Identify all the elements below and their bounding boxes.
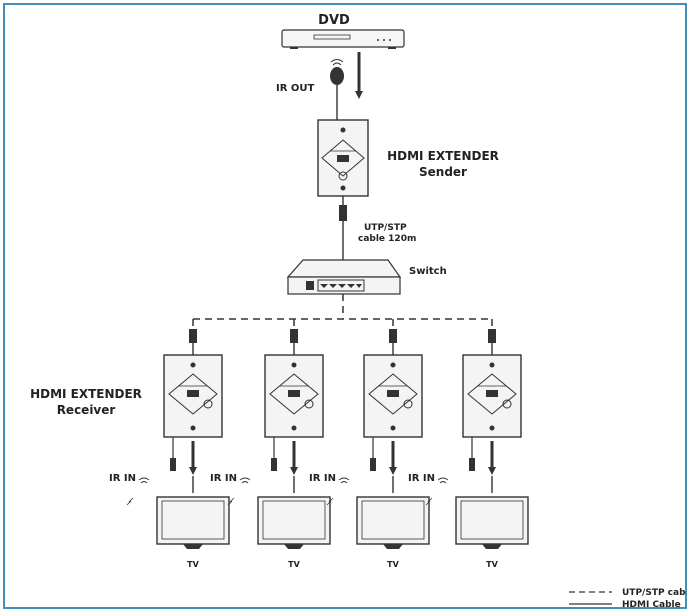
legend-utp-label: UTP/STP cab (622, 588, 686, 598)
utp-distribution (192, 294, 493, 329)
ir-in-receiver (227, 437, 277, 506)
receiver-title: HDMI EXTENDER (30, 387, 142, 401)
sender-subtitle: Sender (419, 165, 467, 179)
network-switch (286, 259, 402, 295)
sender-device (317, 119, 369, 197)
receiver-column: IR IN TV (408, 329, 529, 569)
dvd-label: DVD (318, 13, 350, 28)
cable-label-line1: UTP/STP (364, 223, 407, 233)
sender-title: HDMI EXTENDER (387, 149, 499, 163)
ir-in-label: IR IN (309, 473, 336, 484)
tv-monitor (156, 496, 230, 549)
tv-label: TV (288, 560, 300, 569)
ir-in-label: IR IN (408, 473, 435, 484)
receiver-device (462, 354, 522, 438)
tv-monitor (356, 496, 430, 549)
ir-in-label: IR IN (210, 473, 237, 484)
receiver-subtitle: Receiver (57, 403, 116, 417)
dvd-player (281, 29, 405, 49)
receiver-device (363, 354, 423, 438)
ir-in-receiver (126, 437, 176, 506)
tv-label: TV (486, 560, 498, 569)
receiver-device (264, 354, 324, 438)
legend-hdmi-label: HDMI Cable (622, 600, 681, 610)
tv-label: TV (387, 560, 399, 569)
receiver-column: IR IN TV (109, 329, 230, 569)
receiver-group: IR IN TV IR IN TV IR IN TV IR IN TV (109, 329, 529, 569)
ir-in-label: IR IN (109, 473, 136, 484)
ir-out-label: IR OUT (276, 83, 315, 94)
ir-in-receiver (326, 437, 376, 506)
cable-label-line2: cable 120m (358, 234, 416, 244)
receiver-column: IR IN TV (309, 329, 430, 569)
receiver-column: IR IN TV (210, 329, 331, 569)
legend: UTP/STP cab HDMI Cable (569, 588, 686, 610)
ir-out-emitter (330, 59, 344, 120)
ir-in-receiver (425, 437, 475, 506)
tv-monitor (257, 496, 331, 549)
tv-label: TV (187, 560, 199, 569)
switch-label: Switch (409, 266, 447, 277)
diagram-frame (3, 3, 687, 609)
sender-utp-cable (339, 196, 347, 260)
receiver-device (163, 354, 223, 438)
tv-monitor (455, 496, 529, 549)
